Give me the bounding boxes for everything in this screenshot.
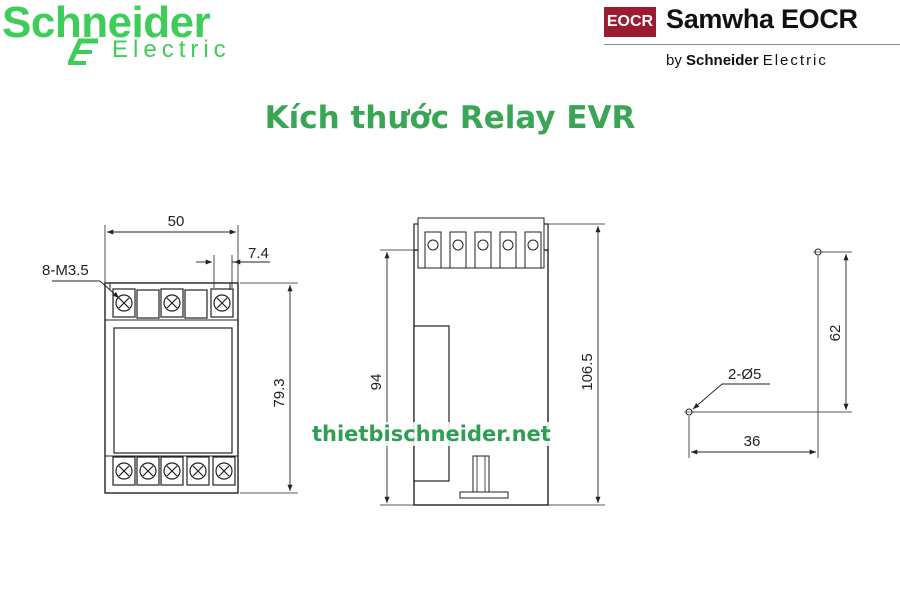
hole-spec-label: 2-Ø5 bbox=[728, 366, 761, 383]
by-sub-text: Electric bbox=[762, 52, 828, 69]
samwha-logo-text: Samwha EOCR bbox=[666, 4, 858, 34]
eocr-badge: EOCR bbox=[604, 7, 656, 37]
din-clip bbox=[459, 455, 509, 499]
top-terminal-block bbox=[109, 283, 234, 319]
dim-pitch-label: 7.4 bbox=[248, 245, 269, 262]
schneider-logo-text: Schneider bbox=[2, 0, 211, 47]
front-view: 50 7.4 8-M3.5 79.3 bbox=[42, 213, 298, 494]
logo-divider bbox=[604, 44, 900, 45]
samwha-eocr-logo: EOCR Samwha EOCR by Schneider Electric bbox=[604, 0, 900, 75]
schneider-electric-logo: Schneider Electric bbox=[0, 0, 270, 70]
schneider-mark-icon bbox=[67, 38, 98, 65]
by-text: by bbox=[666, 52, 682, 69]
dim-side-total-height-label: 106.5 bbox=[579, 353, 596, 391]
dim-front-height-label: 79.3 bbox=[271, 378, 288, 407]
watermark: thietbischneider.net bbox=[312, 422, 551, 446]
screw-spec-label: 8-M3.5 bbox=[42, 262, 89, 279]
electric-logo-text: Electric bbox=[112, 36, 231, 63]
dim-vertical-spacing-label: 62 bbox=[827, 325, 844, 342]
bottom-terminal-block bbox=[112, 456, 236, 486]
dim-horizontal-spacing-label: 36 bbox=[744, 433, 761, 450]
by-schneider-line: by Schneider Electric bbox=[666, 52, 828, 69]
dim-side-inner-height-label: 94 bbox=[368, 374, 385, 391]
mounting-view: 62 36 2-Ø5 bbox=[684, 248, 852, 458]
by-brand-text: Schneider bbox=[686, 52, 759, 69]
side-view: 94 106.5 bbox=[368, 217, 605, 506]
side-terminal-block bbox=[417, 217, 545, 269]
dim-width-label: 50 bbox=[168, 213, 185, 230]
page-title: Kích thước Relay EVR bbox=[264, 100, 636, 136]
side-display-panel bbox=[413, 325, 450, 482]
front-panel bbox=[113, 327, 233, 454]
